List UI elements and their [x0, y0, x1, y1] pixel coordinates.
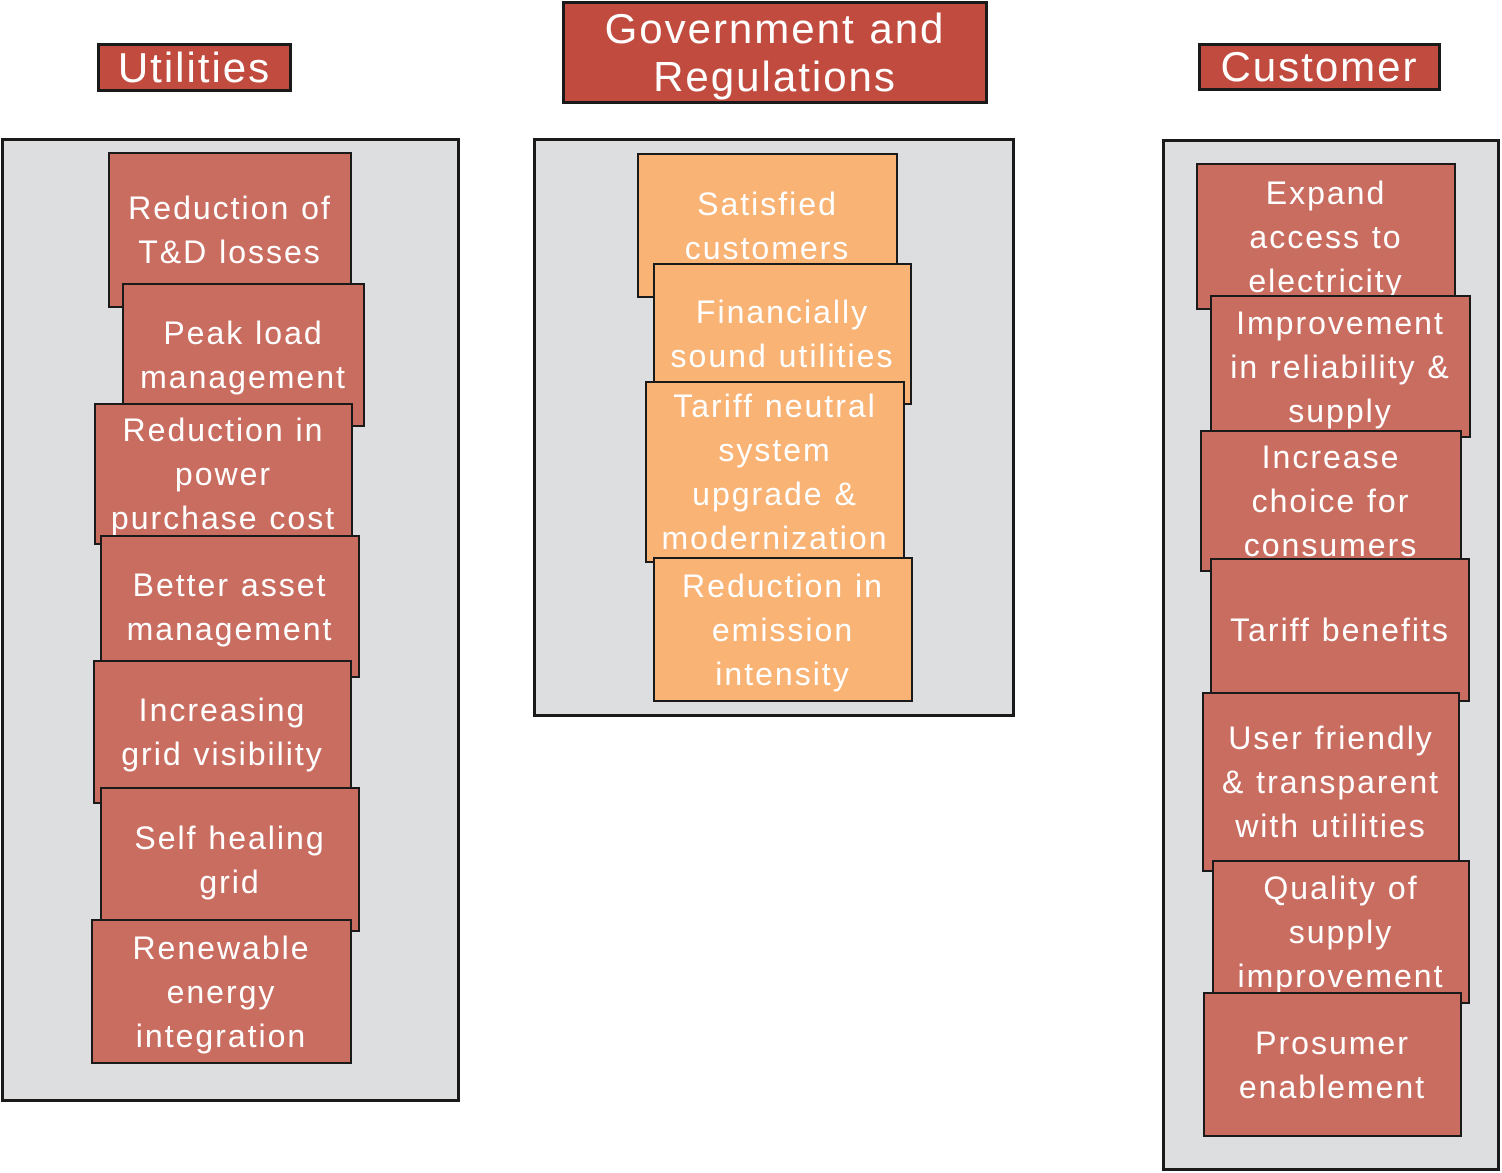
government-regulations-header: Government and Regulations	[562, 1, 988, 104]
benefit-label: Satisfied customers	[684, 185, 851, 266]
benefit-label: Increase choice for consumers	[1243, 439, 1419, 563]
benefit-label: Prosumer enablement	[1238, 1024, 1427, 1105]
customer-benefit-box: Increase choice for consumers	[1200, 430, 1462, 572]
benefit-label: Reduction of T&D losses	[128, 190, 332, 270]
customer-header: Customer	[1198, 43, 1441, 91]
customer-benefit-box: Expand access to electricity	[1196, 163, 1456, 310]
utilities-header: Utilities	[97, 43, 292, 92]
benefit-label: Renewable energy integration	[132, 929, 311, 1054]
utilities-benefit-box: Reduction of T&D losses	[108, 152, 352, 308]
customer-benefit-box: User friendly & transparent with utiliti…	[1202, 692, 1460, 872]
utilities-benefit-box: Increasing grid visibility	[93, 660, 352, 804]
customer-benefit-box: Tariff benefits	[1210, 558, 1470, 702]
customer-benefit-box: Improvement in reliability & supply	[1210, 295, 1471, 438]
benefit-label: Tariff benefits	[1230, 612, 1450, 648]
benefit-label: Peak load management	[140, 315, 347, 395]
utilities-benefit-box: Reduction in power purchase cost	[94, 403, 353, 545]
header-label: Utilities	[117, 43, 272, 91]
benefit-label: Increasing grid visibility	[121, 692, 324, 772]
customer-benefit-box: Prosumer enablement	[1203, 992, 1462, 1137]
benefit-label: Tariff neutral system upgrade & moderniz…	[661, 388, 889, 556]
government-benefit-box: Tariff neutral system upgrade & moderniz…	[645, 381, 905, 563]
government-benefit-box: Financially sound utilities	[653, 263, 912, 405]
benefit-label: Financially sound utilities	[670, 294, 895, 374]
utilities-benefit-box: Renewable energy integration	[91, 919, 352, 1064]
benefit-label: Quality of supply improvement	[1237, 870, 1445, 994]
government-benefit-box: Reduction in emission intensity	[653, 557, 913, 702]
customer-benefit-box: Quality of supply improvement	[1212, 860, 1470, 1004]
benefit-label: User friendly & transparent with utiliti…	[1221, 720, 1441, 844]
benefit-label: Reduction in emission intensity	[682, 567, 884, 692]
header-label: Government and Regulations	[604, 4, 946, 100]
benefit-label: Self healing grid	[134, 819, 326, 900]
benefit-label: Expand access to electricity	[1248, 174, 1404, 299]
utilities-benefit-box: Better asset management	[100, 535, 360, 678]
benefit-label: Improvement in reliability & supply	[1230, 304, 1451, 429]
benefit-label: Better asset management	[126, 566, 334, 647]
header-label: Customer	[1220, 43, 1419, 90]
utilities-benefit-box: Self healing grid	[100, 787, 360, 932]
benefit-label: Reduction in power purchase cost	[110, 412, 337, 536]
